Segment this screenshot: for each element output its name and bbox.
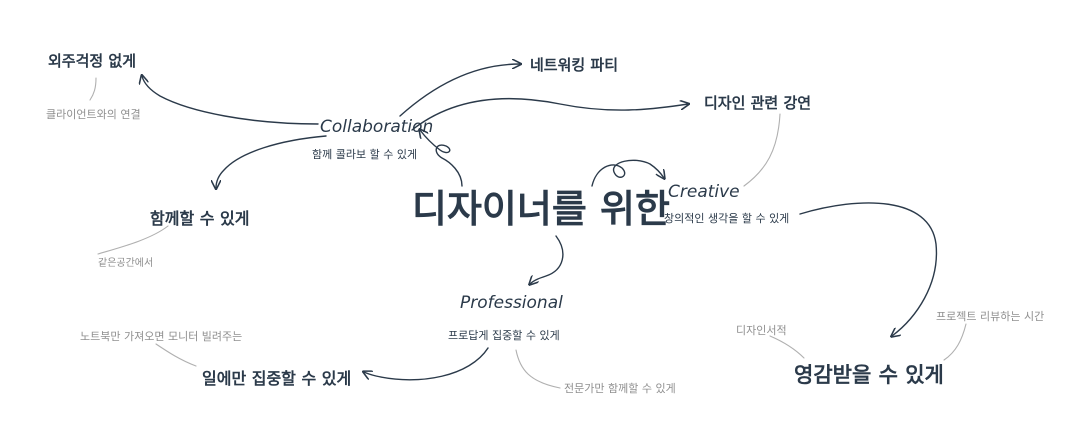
connector-collaboration-networking	[399, 64, 520, 117]
leaf-networking-title: 네트워킹 파티	[530, 56, 618, 74]
leaf-inspiration-title: 영감받을 수 있게	[794, 363, 944, 387]
connector-collaboration-lecture	[411, 97, 688, 131]
connector-inspiration-left-note	[769, 335, 805, 359]
connector-center-creative	[591, 159, 664, 187]
leaf-focus-title: 일에만 집중할 수 있게	[202, 369, 351, 388]
collaboration-title: Collaboration	[320, 117, 433, 137]
connector-creative-inspiration	[799, 202, 938, 336]
leaf-together-note: 같은공간에서	[98, 257, 153, 269]
leaf-outsourcing-title: 외주걱정 없게	[48, 52, 136, 70]
connector-focus-note	[155, 343, 197, 367]
collaboration-subtitle: 함께 콜라보 할 수 있게	[312, 148, 417, 161]
creative-subtitle: 창의적인 생각을 할 수 있게	[664, 212, 789, 225]
leaf-lecture-title: 디자인 관련 강연	[704, 94, 811, 112]
connector-collaboration-outsourcing	[142, 76, 319, 125]
professional-title: Professional	[460, 293, 563, 313]
connector-outsourcing-note	[89, 77, 97, 101]
leaf-together-title: 함께할 수 있게	[150, 209, 249, 228]
center-title: 디자이너를 위한	[412, 187, 670, 231]
leaf-inspiration-note-right: 프로젝트 리뷰하는 시간	[936, 309, 1044, 323]
connector-center-professional	[530, 235, 564, 284]
connector-center-collaboration	[420, 130, 463, 187]
connector-lecture-branch	[743, 113, 781, 187]
creative-title: Creative	[668, 182, 740, 202]
professional-subtitle: 프로답게 집중할 수 있게	[448, 329, 560, 342]
leaf-focus-note: 노트북만 가져오면 모니터 빌려주는	[80, 330, 242, 343]
connector-professional-focus	[364, 347, 489, 381]
leaf-outsourcing-note: 클라이언트와의 연결	[46, 108, 141, 121]
connector-together-note	[97, 225, 169, 255]
leaf-experts-note: 전문가만 함께할 수 있게	[564, 382, 676, 395]
leaf-inspiration-note-left: 디자인서적	[736, 324, 787, 337]
connector-inspiration-right-note	[943, 323, 967, 361]
connector-collaboration-together	[216, 135, 327, 188]
connector-experts-note	[515, 349, 561, 389]
